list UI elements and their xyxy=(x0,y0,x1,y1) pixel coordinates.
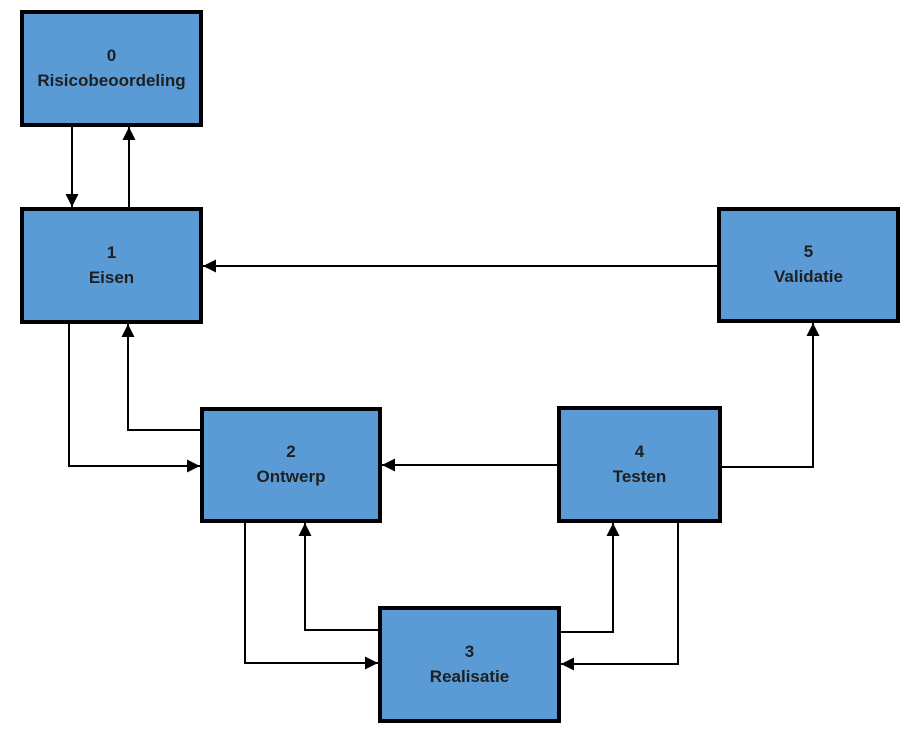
node-label: Eisen xyxy=(88,267,135,287)
node-testen: 4 Testen xyxy=(557,406,722,523)
node-number: 2 xyxy=(286,442,296,462)
node-validatie: 5 Validatie xyxy=(717,207,900,323)
node-number: 0 xyxy=(106,45,117,65)
node-number: 3 xyxy=(464,641,475,661)
node-number: 1 xyxy=(106,242,117,262)
node-label: Validatie xyxy=(774,267,843,286)
node-label: Ontwerp xyxy=(256,467,326,486)
arrow-eisen-to-ontwerp xyxy=(68,324,200,473)
arrow-testen-to-validatie xyxy=(722,323,820,468)
arrow-ontwerp-to-eisen xyxy=(121,324,200,431)
node-realisatie: 3 Realisatie xyxy=(378,606,561,723)
arrow-testen-to-realisatie xyxy=(561,523,679,671)
arrow-realisatie-to-ontwerp xyxy=(298,523,378,631)
node-ontwerp: 2 Ontwerp xyxy=(200,407,382,523)
node-eisen: 1 Eisen xyxy=(20,207,203,324)
node-number: 5 xyxy=(803,242,814,262)
node-risicobeoordeling: 0 Risicobeoordeling xyxy=(20,10,203,127)
arrow-realisatie-to-testen xyxy=(561,523,620,633)
node-number: 4 xyxy=(634,441,645,461)
node-label: Testen xyxy=(612,466,667,486)
arrow-ontwerp-to-realisatie xyxy=(244,523,378,670)
node-label: Realisatie xyxy=(429,666,510,686)
node-label: Risicobeoordeling xyxy=(37,70,186,90)
